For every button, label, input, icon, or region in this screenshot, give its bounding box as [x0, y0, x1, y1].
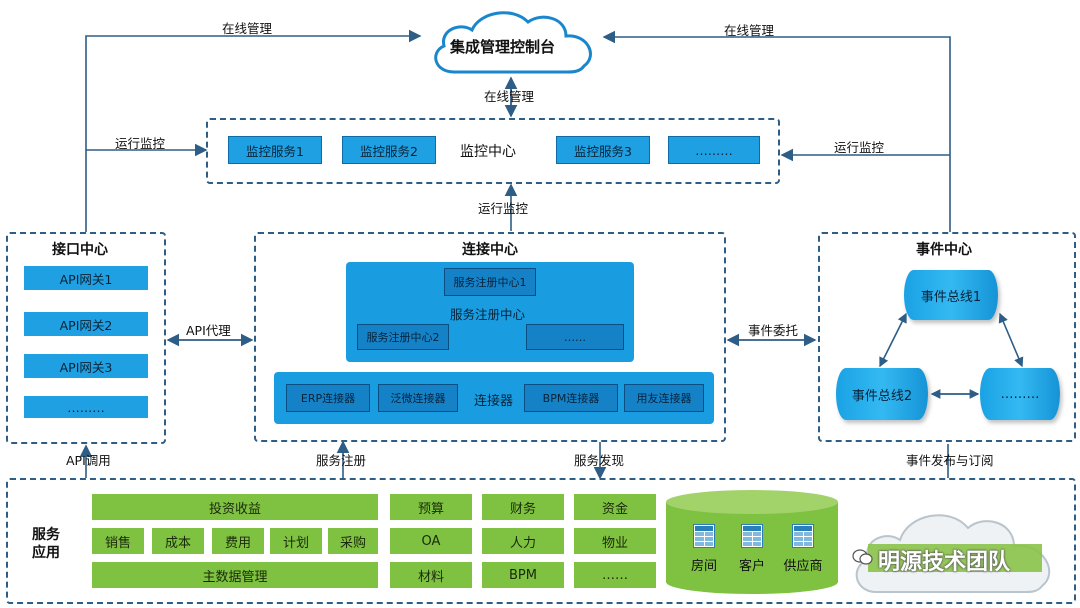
app-sales[interactable]: 销售 — [92, 528, 144, 554]
event-center-panel — [818, 232, 1076, 442]
registry-node-2[interactable]: 服务注册中心2 — [357, 324, 449, 350]
registry-node-1[interactable]: 服务注册中心1 — [444, 268, 536, 296]
service-apps-title-1: 服务 — [32, 527, 60, 543]
api-gateway-2[interactable]: API网关2 — [24, 312, 148, 336]
app-purchase[interactable]: 采购 — [328, 528, 378, 554]
event-bus-more[interactable]: ……… — [980, 368, 1060, 420]
service-apps-panel — [6, 478, 1076, 604]
db-item-supplier-label: 供应商 — [783, 559, 823, 574]
event-delegate-label: 事件委托 — [748, 323, 799, 338]
online-manage-center-label: 在线管理 — [484, 89, 535, 104]
console-cloud-icon — [434, 11, 592, 74]
app-expense[interactable]: 费用 — [212, 528, 264, 554]
service-register-label: 服务注册 — [316, 453, 367, 468]
run-monitor-left-label: 运行监控 — [115, 136, 166, 151]
erp-connector[interactable]: ERP连接器 — [286, 384, 370, 412]
app-property[interactable]: 物业 — [574, 528, 656, 554]
app-finance[interactable]: 财务 — [482, 494, 564, 520]
registry-node-more[interactable]: …… — [526, 324, 624, 350]
db-item-supplier[interactable]: 供应商 — [778, 524, 828, 574]
db-item-room-label: 房间 — [690, 559, 717, 574]
online-manage-right-label: 在线管理 — [724, 23, 775, 38]
app-more[interactable]: …… — [574, 562, 656, 588]
app-oa[interactable]: OA — [390, 528, 472, 554]
interface-center-panel — [6, 232, 166, 444]
run-monitor-center-label: 运行监控 — [478, 201, 529, 216]
table-icon — [741, 524, 763, 548]
monitor-service-3[interactable]: 监控服务3 — [556, 136, 650, 164]
service-registry-title: 服务注册中心 — [450, 307, 526, 322]
connect-center-title: 连接中心 — [462, 242, 518, 258]
service-apps-title-2: 应用 — [32, 545, 60, 561]
run-monitor-right-label: 运行监控 — [834, 140, 885, 155]
console-title[interactable]: 集成管理控制台 — [450, 38, 556, 56]
service-discover-label: 服务发现 — [574, 453, 625, 468]
app-hr[interactable]: 人力 — [482, 528, 564, 554]
api-call-label: API调用 — [66, 453, 111, 468]
app-plan[interactable]: 计划 — [270, 528, 322, 554]
connect-center-panel — [254, 232, 726, 442]
online-manage-left-label: 在线管理 — [222, 21, 273, 36]
api-gateway-3[interactable]: API网关3 — [24, 354, 148, 378]
app-materials[interactable]: 材料 — [390, 562, 472, 588]
yonyou-connector[interactable]: 用友连接器 — [624, 384, 704, 412]
db-item-customer-label: 客户 — [738, 559, 765, 574]
event-center-title: 事件中心 — [916, 242, 972, 258]
bpm-connector[interactable]: BPM连接器 — [524, 384, 618, 412]
api-proxy-label: API代理 — [186, 323, 231, 338]
table-icon — [693, 524, 715, 548]
api-gateway-1[interactable]: API网关1 — [24, 266, 148, 290]
db-item-customer[interactable]: 客户 — [732, 524, 772, 574]
watermark-text: 明源技术团队 — [878, 550, 1011, 575]
connector-title: 连接器 — [474, 394, 514, 409]
fanwei-connector[interactable]: 泛微连接器 — [378, 384, 458, 412]
master-data-management[interactable]: 主数据管理 — [92, 562, 378, 588]
db-item-room[interactable]: 房间 — [686, 524, 722, 574]
table-icon — [792, 524, 814, 548]
cloud-icon — [855, 514, 1051, 593]
monitor-service-2[interactable]: 监控服务2 — [342, 136, 436, 164]
app-budget[interactable]: 预算 — [390, 494, 472, 520]
monitor-service-more[interactable]: ……… — [668, 136, 760, 164]
api-gateway-more[interactable]: ……… — [24, 396, 148, 418]
wechat-logo-icon — [852, 548, 874, 566]
monitor-service-1[interactable]: 监控服务1 — [228, 136, 322, 164]
event-pubsub-label: 事件发布与订阅 — [906, 453, 994, 468]
app-cost[interactable]: 成本 — [152, 528, 204, 554]
event-bus-2[interactable]: 事件总线2 — [836, 368, 928, 420]
app-funds[interactable]: 资金 — [574, 494, 656, 520]
interface-center-title: 接口中心 — [52, 242, 108, 258]
investment-income[interactable]: 投资收益 — [92, 494, 378, 520]
app-bpm[interactable]: BPM — [482, 562, 564, 588]
event-bus-1[interactable]: 事件总线1 — [904, 270, 998, 320]
monitor-center-title: 监控中心 — [460, 144, 516, 160]
monitor-center-panel — [206, 118, 780, 184]
